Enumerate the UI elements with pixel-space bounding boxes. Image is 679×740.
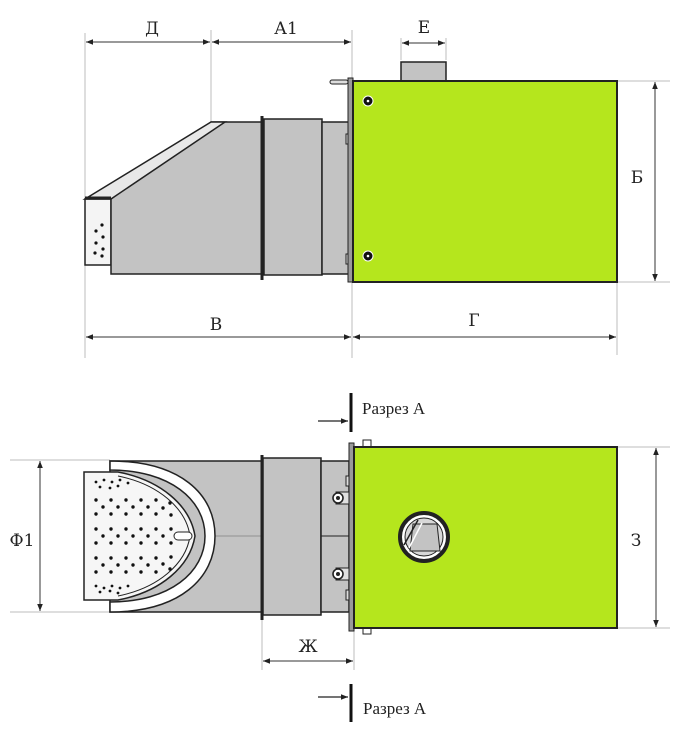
- handle-side: [329, 79, 349, 85]
- dimension-d: Д: [86, 19, 210, 45]
- svg-text:В: В: [210, 315, 223, 335]
- dimension-z-height: З: [631, 448, 659, 627]
- section-mark-bottom: Разрез А: [318, 684, 427, 722]
- bolt-icon: [362, 250, 374, 262]
- burner-head-top: [83, 460, 216, 613]
- flange-ring-side: [260, 116, 351, 280]
- burner-tip-side: [84, 198, 112, 266]
- svg-text:Г: Г: [468, 311, 479, 331]
- dimension-a1: А1: [212, 19, 351, 45]
- sight-glass-icon: [398, 511, 450, 563]
- svg-text:Ф1: Ф1: [10, 531, 35, 551]
- clamp-knob: [332, 491, 351, 505]
- top-view: Ф1 З Ж Разрез А Разрез А: [10, 393, 670, 722]
- svg-text:А1: А1: [274, 19, 298, 39]
- svg-text:З: З: [631, 531, 642, 551]
- dimension-f1: Ф1: [10, 461, 43, 611]
- dimension-e: Е: [402, 18, 445, 46]
- top-connector: [400, 61, 447, 82]
- dimension-g-length: Г: [353, 311, 616, 340]
- housing-side: [352, 80, 618, 283]
- housing-top: [353, 446, 618, 629]
- clamp-knob: [332, 567, 351, 581]
- svg-text:Б: Б: [631, 168, 644, 188]
- perforation-dots: [94, 478, 173, 595]
- dimension-zh: Ж: [263, 637, 353, 664]
- bolt-icon: [362, 95, 374, 107]
- dimension-b-height: Б: [631, 82, 658, 281]
- feed-section-side: [82, 121, 265, 275]
- section-mark-top: Разрез А: [318, 393, 426, 432]
- svg-text:Разрез А: Разрез А: [362, 399, 426, 418]
- svg-text:Разрез А: Разрез А: [363, 699, 427, 718]
- svg-text:Д: Д: [145, 19, 159, 39]
- dimension-v-length: В: [86, 315, 351, 340]
- side-view: Д А1 Е Б В Г: [82, 18, 670, 358]
- svg-text:Е: Е: [418, 18, 430, 38]
- svg-text:Ж: Ж: [298, 637, 317, 657]
